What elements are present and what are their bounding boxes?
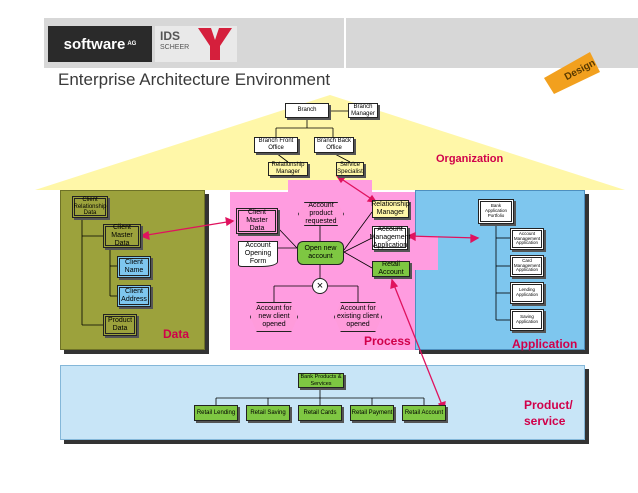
label-application: Application xyxy=(512,337,578,351)
process-xor-connector-icon: × xyxy=(312,278,328,294)
label-organization: Organization xyxy=(436,153,504,165)
data-client-address: Client Address xyxy=(117,285,151,307)
label-data: Data xyxy=(163,327,190,341)
app-card-management: Card Management Application xyxy=(510,255,544,277)
process-open-new-account: Open new account xyxy=(297,241,344,265)
data-client-relationship-data: Client Relationship Data xyxy=(72,196,108,218)
data-product-data: Product Data xyxy=(103,314,137,336)
process-event-existing-client: Account for existing client opened xyxy=(334,302,382,332)
app-saving: Saving Application xyxy=(510,309,544,331)
org-branch-back-office: Branch Back Office xyxy=(314,137,354,153)
label-product-line2: service xyxy=(524,414,566,428)
process-client-master-data: Client Master Data xyxy=(236,208,278,234)
org-branch: Branch xyxy=(285,103,329,118)
software-logo-sup: AG xyxy=(127,41,137,47)
org-relationship-manager: Relationship Manager xyxy=(268,162,308,176)
ids-y-logo-icon xyxy=(198,28,232,60)
process-account-management-application: Account Management Application xyxy=(369,226,411,250)
label-product-line1: Product/ xyxy=(524,398,573,412)
ids-logo-line2: SCHEER xyxy=(160,44,190,51)
design-badge: Design xyxy=(544,52,600,94)
page-title: Enterprise Architecture Environment xyxy=(58,70,331,89)
ids-logo-line1: IDS xyxy=(160,29,181,43)
software-logo-text: software xyxy=(63,35,126,53)
product-bank-products-services: Bank Products & Services xyxy=(298,373,344,388)
process-relationship-manager: Relationship Manager xyxy=(371,200,410,218)
label-process: Process xyxy=(364,334,411,348)
process-account-opening-form: Account Opening Form xyxy=(238,241,278,267)
process-event-new-client: Account for new client opened xyxy=(250,302,298,332)
app-lending: Lending Application xyxy=(510,282,544,304)
product-retail-payment: Retail Payment xyxy=(350,405,394,421)
process-retail-account: Retail Account xyxy=(372,261,410,277)
org-service-specialist: Service Specialist xyxy=(336,162,364,176)
org-branch-front-office: Branch Front Office xyxy=(254,137,298,153)
data-client-name: Client Name xyxy=(117,256,151,278)
org-branch-manager: Branch Manager xyxy=(348,103,378,118)
app-account-management: Account Management Application xyxy=(510,228,544,250)
process-event-account-requested: Account product requested xyxy=(298,202,344,226)
product-retail-cards: Retail Cards xyxy=(298,405,342,421)
product-retail-account: Retail Account xyxy=(402,405,446,421)
product-retail-lending: Retail Lending xyxy=(194,405,238,421)
data-client-master-data: Client Master Data xyxy=(103,224,141,248)
product-retail-saving: Retail Saving xyxy=(246,405,290,421)
app-bank-application-portfolio: Bank Application Portfolio xyxy=(478,199,514,224)
